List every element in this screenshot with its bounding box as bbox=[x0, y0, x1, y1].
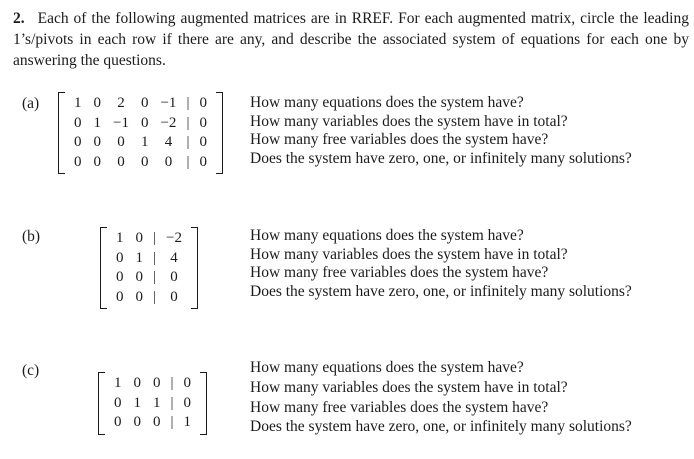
augment-separator-bar: | bbox=[153, 249, 157, 266]
matrix-entry: 0 bbox=[117, 153, 125, 170]
question-line: How many variables does the system have … bbox=[250, 378, 568, 396]
matrix-entry: 0 bbox=[114, 414, 122, 430]
matrix-entry: 0 bbox=[140, 153, 149, 170]
augment-separator-bar: | bbox=[153, 288, 157, 305]
matrix-entry: 0 bbox=[114, 394, 122, 411]
right-bracket bbox=[190, 227, 198, 309]
matrix-entry: 0 bbox=[133, 414, 142, 430]
matrix-entry: 1 bbox=[133, 394, 142, 411]
augment-separator-bar: | bbox=[153, 230, 157, 246]
matrix-entry: 0 bbox=[117, 134, 125, 150]
question-line: How many equations does the system have? bbox=[250, 359, 524, 376]
augmented-entry: 0 bbox=[170, 288, 178, 305]
augmented-entry: 0 bbox=[199, 114, 207, 131]
question-line: How many free variables does the system … bbox=[250, 398, 549, 416]
question-line: How many free variables does the system … bbox=[250, 264, 549, 281]
part-a-label: (a) bbox=[22, 95, 40, 112]
matrix-entry: −1 bbox=[113, 114, 129, 131]
matrix-entry: 1 bbox=[153, 394, 161, 411]
right-bracket bbox=[200, 372, 208, 435]
matrix-entry: 1 bbox=[114, 375, 122, 391]
matrix-entry: −1 bbox=[160, 95, 177, 111]
matrix-entry: 0 bbox=[93, 153, 102, 170]
left-bracket bbox=[98, 372, 105, 435]
matrix-entry: 0 bbox=[74, 153, 82, 170]
matrix-entry: 0 bbox=[116, 269, 124, 285]
matrix-entry: 0 bbox=[140, 114, 149, 131]
augmented-entry: 0 bbox=[199, 153, 207, 170]
matrix-entry: 1 bbox=[135, 249, 144, 266]
matrix-entry: 0 bbox=[133, 375, 142, 391]
matrix-entry: 1 bbox=[74, 95, 82, 111]
augment-separator-bar: | bbox=[186, 134, 190, 150]
problem-statement: 2.Each of the following augmented matric… bbox=[13, 8, 689, 71]
augment-separator-bar: | bbox=[186, 114, 190, 131]
right-bracket bbox=[215, 92, 223, 174]
matrix-entry: 4 bbox=[164, 134, 173, 150]
question-line: How many equations does the system have? bbox=[250, 227, 524, 244]
part-c-label: (c) bbox=[22, 362, 40, 379]
matrix-entry: 2 bbox=[117, 95, 125, 111]
part-a-questions: How many equations does the system have?… bbox=[250, 94, 632, 168]
augmented-entry: 0 bbox=[183, 375, 192, 391]
augment-separator-bar: | bbox=[170, 375, 174, 391]
matrix-entry: 0 bbox=[116, 288, 124, 305]
matrix-entry: 0 bbox=[135, 230, 144, 246]
matrix-entry: 0 bbox=[74, 114, 82, 131]
question-line: Does the system have zero, one, or infin… bbox=[250, 282, 632, 300]
augment-separator-bar: | bbox=[186, 153, 190, 170]
augmented-entry: 0 bbox=[199, 134, 207, 150]
matrix-entry: 0 bbox=[93, 95, 102, 111]
augmented-entry: 0 bbox=[183, 394, 192, 411]
augment-separator-bar: | bbox=[170, 394, 174, 411]
question-line: How many equations does the system have? bbox=[250, 94, 524, 111]
matrix-entry: 0 bbox=[135, 269, 144, 285]
matrix-entry: 1 bbox=[140, 134, 149, 150]
augment-separator-bar: | bbox=[170, 414, 174, 430]
problem-text: Each of the following augmented matrices… bbox=[13, 10, 689, 69]
part-c-questions: How many equations does the system have?… bbox=[250, 358, 632, 437]
matrix-entry: 0 bbox=[74, 134, 82, 150]
question-line: How many variables does the system have … bbox=[250, 112, 568, 130]
matrix-entry: 0 bbox=[164, 153, 173, 170]
question-line: How many variables does the system have … bbox=[250, 245, 568, 263]
left-bracket bbox=[100, 227, 107, 309]
augmented-entry: 4 bbox=[170, 249, 178, 266]
matrix-entry: 0 bbox=[93, 134, 102, 150]
augmented-entry: −2 bbox=[166, 230, 182, 246]
left-bracket bbox=[58, 92, 65, 174]
part-b-label: (b) bbox=[22, 228, 41, 245]
augmented-entry: 0 bbox=[170, 269, 178, 285]
part-b-questions: How many equations does the system have?… bbox=[250, 227, 632, 301]
matrix-entry: 1 bbox=[116, 230, 124, 246]
augment-separator-bar: | bbox=[153, 269, 157, 285]
matrix-entry: 0 bbox=[153, 375, 161, 391]
matrix-entry: 0 bbox=[135, 288, 144, 305]
matrix-entry: −2 bbox=[160, 114, 177, 131]
augmented-entry: 1 bbox=[183, 414, 192, 430]
matrix-entry: 1 bbox=[93, 114, 102, 131]
problem-number: 2. bbox=[13, 10, 25, 27]
augmented-entry: 0 bbox=[199, 95, 207, 111]
question-line: Does the system have zero, one, or infin… bbox=[250, 418, 632, 436]
matrix-entry: 0 bbox=[140, 95, 149, 111]
question-line: Does the system have zero, one, or infin… bbox=[250, 149, 632, 167]
question-line: How many free variables does the system … bbox=[250, 131, 549, 148]
matrix-entry: 0 bbox=[153, 414, 161, 430]
matrix-entry: 0 bbox=[116, 249, 124, 266]
augment-separator-bar: | bbox=[186, 95, 190, 111]
